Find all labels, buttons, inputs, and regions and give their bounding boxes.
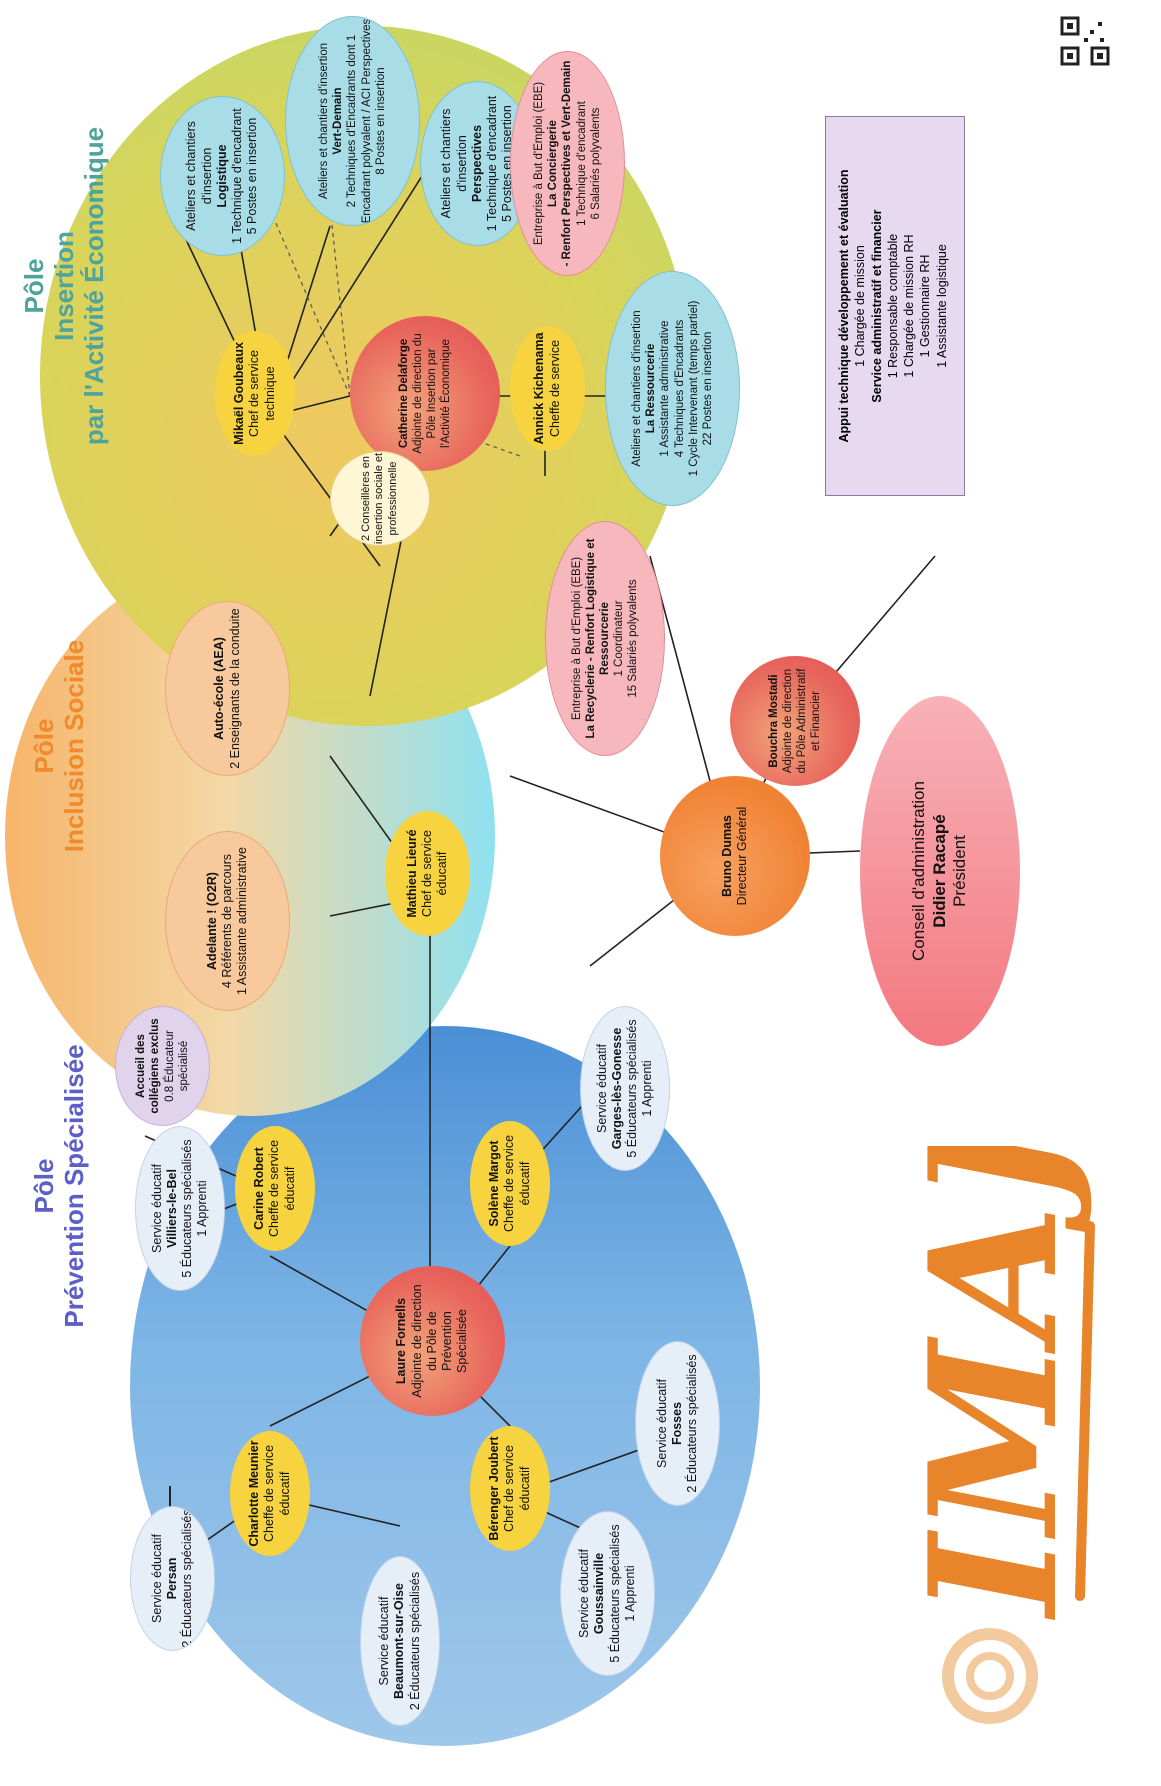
node-service-fosses[interactable]: Service éducatif Fosses 2 Éducateurs spé… [635, 1341, 720, 1506]
node-auto-ecole[interactable]: Auto-école (AEA) 2 Enseignants de la con… [165, 601, 290, 776]
appui-technique-box: Appui technique développement et évaluat… [825, 116, 965, 496]
node-service-beaumont[interactable]: Service éducatif Beaumont-sur-Oise 2 Édu… [360, 1556, 440, 1726]
node-service-goussainville[interactable]: Service éducatif Goussainville 5 Éducate… [560, 1511, 655, 1676]
node-service-persan[interactable]: Service éducatif Persan 2 Éducateurs spé… [130, 1506, 215, 1651]
node-service-garges[interactable]: Service éducatif Garges-lès-Gonesse 5 Éd… [580, 1006, 670, 1171]
node-catherine-delaforge[interactable]: Catherine Delaforge Adjointe de directio… [350, 316, 500, 471]
node-conseil-administration[interactable]: Conseil d'administration Didier Racapé P… [860, 696, 1020, 1046]
node-adelante[interactable]: Adelante ! (O2R) 4 Référents de parcours… [165, 831, 290, 1011]
node-aci-logistique[interactable]: Ateliers et chantiers d'insertion Logist… [160, 96, 285, 256]
imaj-logo-graphic: IMAJ [892, 1146, 1097, 1724]
node-directeur-general[interactable]: Bruno Dumas Directeur Général [660, 776, 810, 936]
node-ebe-conciergerie[interactable]: Entreprise à But d'Emploi (EBE) La Conci… [510, 51, 625, 276]
imaj-logo: IMAJ [840, 1146, 1120, 1746]
node-berenger-joubert[interactable]: Bérenger Joubert Chef de service éducati… [470, 1426, 550, 1551]
node-service-villiers[interactable]: Service éducatif Villiers-le-Bel 5 Éduca… [135, 1126, 225, 1291]
node-accueil-collegiens[interactable]: Accueil des collégiens exclus 0.8 Éducat… [115, 1006, 210, 1126]
qr-code [1060, 16, 1110, 66]
node-charlotte-meunier[interactable]: Charlotte Meunier Cheffe de service éduc… [230, 1431, 310, 1556]
node-conseilleres-insertion[interactable]: 2 Conseillères en insertion sociale et p… [330, 451, 430, 546]
node-annick-kichenama[interactable]: Annick Kichenama Cheffe de service [510, 326, 585, 451]
node-solene-margot[interactable]: Solène Margot Cheffe de service éducatif [470, 1121, 550, 1246]
node-mikael-goubeaux[interactable]: Mikaël Goubeaux Chef de service techniqu… [215, 331, 295, 456]
node-laure-fornells[interactable]: Laure Fornells Adjointe de direction du … [360, 1266, 505, 1416]
svg-text:IMAJ: IMAJ [892, 1146, 1097, 1621]
node-mathieu-lieure[interactable]: Mathieu Lieuré Chef de service éducatif [385, 811, 470, 936]
node-carine-robert[interactable]: Carine Robert Cheffe de service éducatif [235, 1126, 315, 1251]
node-aci-ressourcerie[interactable]: Ateliers et chantiers d'insertion La Res… [605, 271, 740, 506]
qr-code-graphic [1060, 16, 1110, 66]
node-ebe-recyclerie[interactable]: Entreprise à But d'Emploi (EBE) La Recyc… [545, 521, 665, 756]
node-adjointe-daf[interactable]: Bouchra Mostadi Adjointe de direction du… [730, 656, 860, 786]
node-aci-vertdemain[interactable]: Ateliers et chantiers d'insertion Vert-D… [285, 16, 420, 226]
